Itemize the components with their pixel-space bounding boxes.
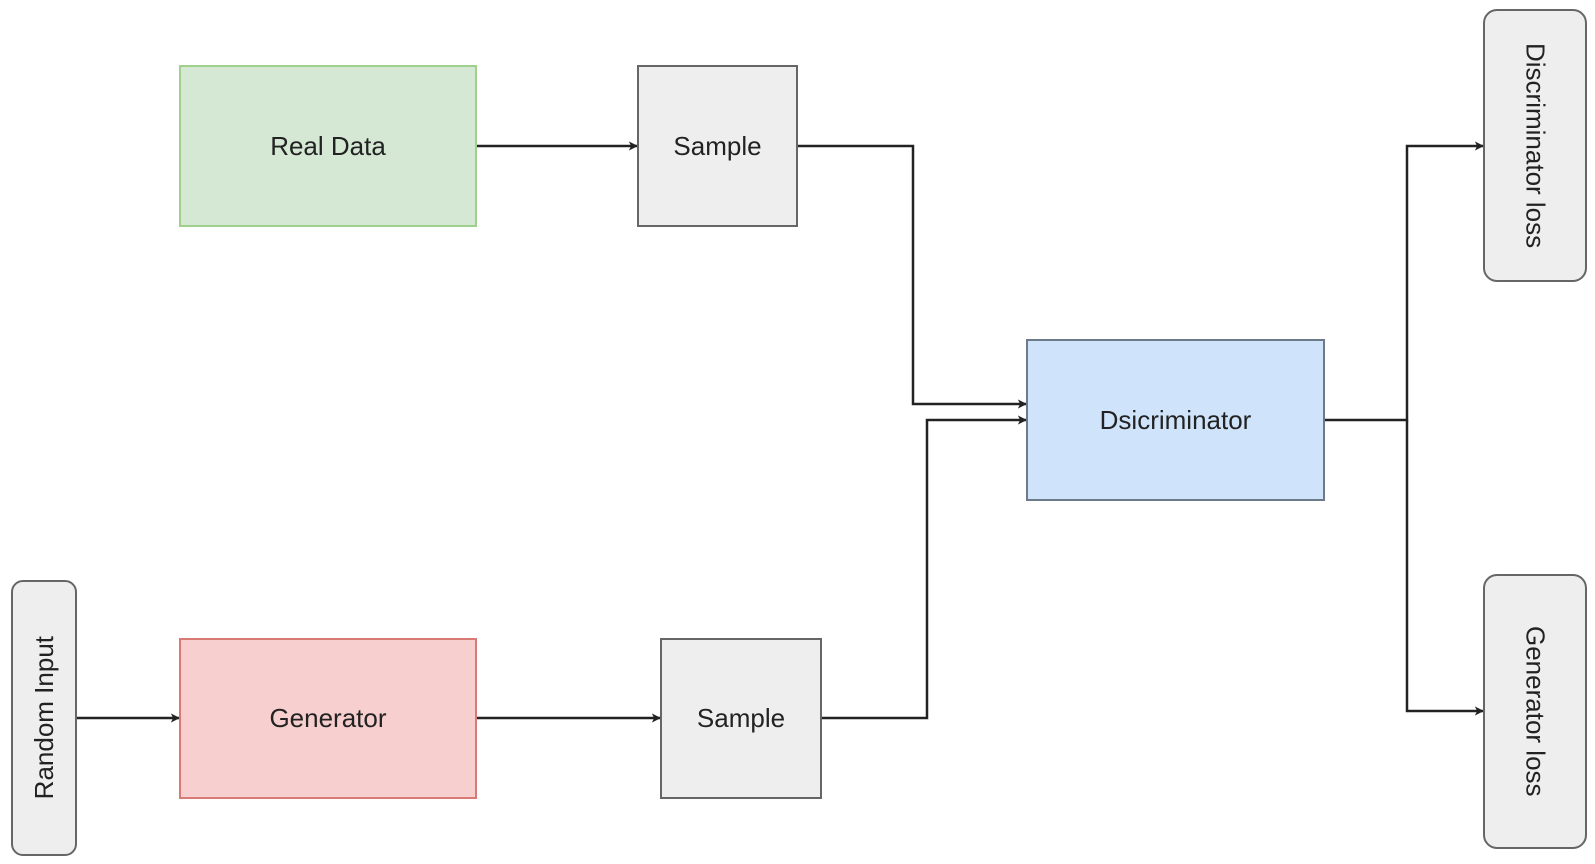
- discriminator-loss-label: Discriminator loss: [1520, 42, 1551, 249]
- real-data-node: Real Data: [179, 65, 477, 227]
- generator-label: Generator: [269, 703, 387, 733]
- real-sample-label: Sample: [673, 130, 762, 161]
- generated-sample-label: Sample: [696, 703, 786, 733]
- real-sample-node: Sample: [637, 65, 798, 227]
- edge-sample-to-discriminator: [798, 144, 1027, 409]
- random-input-node: Random Input: [11, 580, 77, 856]
- edge-generated-sample-to-discriminator: [822, 415, 1027, 720]
- generator-loss-label: Generator loss: [1520, 626, 1551, 797]
- real-data-label: Real Data: [270, 130, 386, 161]
- random-input-label: Random Input: [28, 636, 59, 800]
- edge-discriminator-to-discriminator-loss: [1325, 141, 1484, 422]
- discriminator-label: Dsicriminator: [1099, 404, 1252, 435]
- edge-discriminator-to-generator-loss: [1405, 420, 1484, 716]
- discriminator-loss-node: Discriminator loss: [1483, 9, 1587, 282]
- generated-sample-node: Sample: [660, 638, 822, 799]
- generator-node: Generator: [179, 638, 477, 799]
- generator-loss-node: Generator loss: [1483, 574, 1587, 849]
- discriminator-node: Dsicriminator: [1026, 339, 1325, 501]
